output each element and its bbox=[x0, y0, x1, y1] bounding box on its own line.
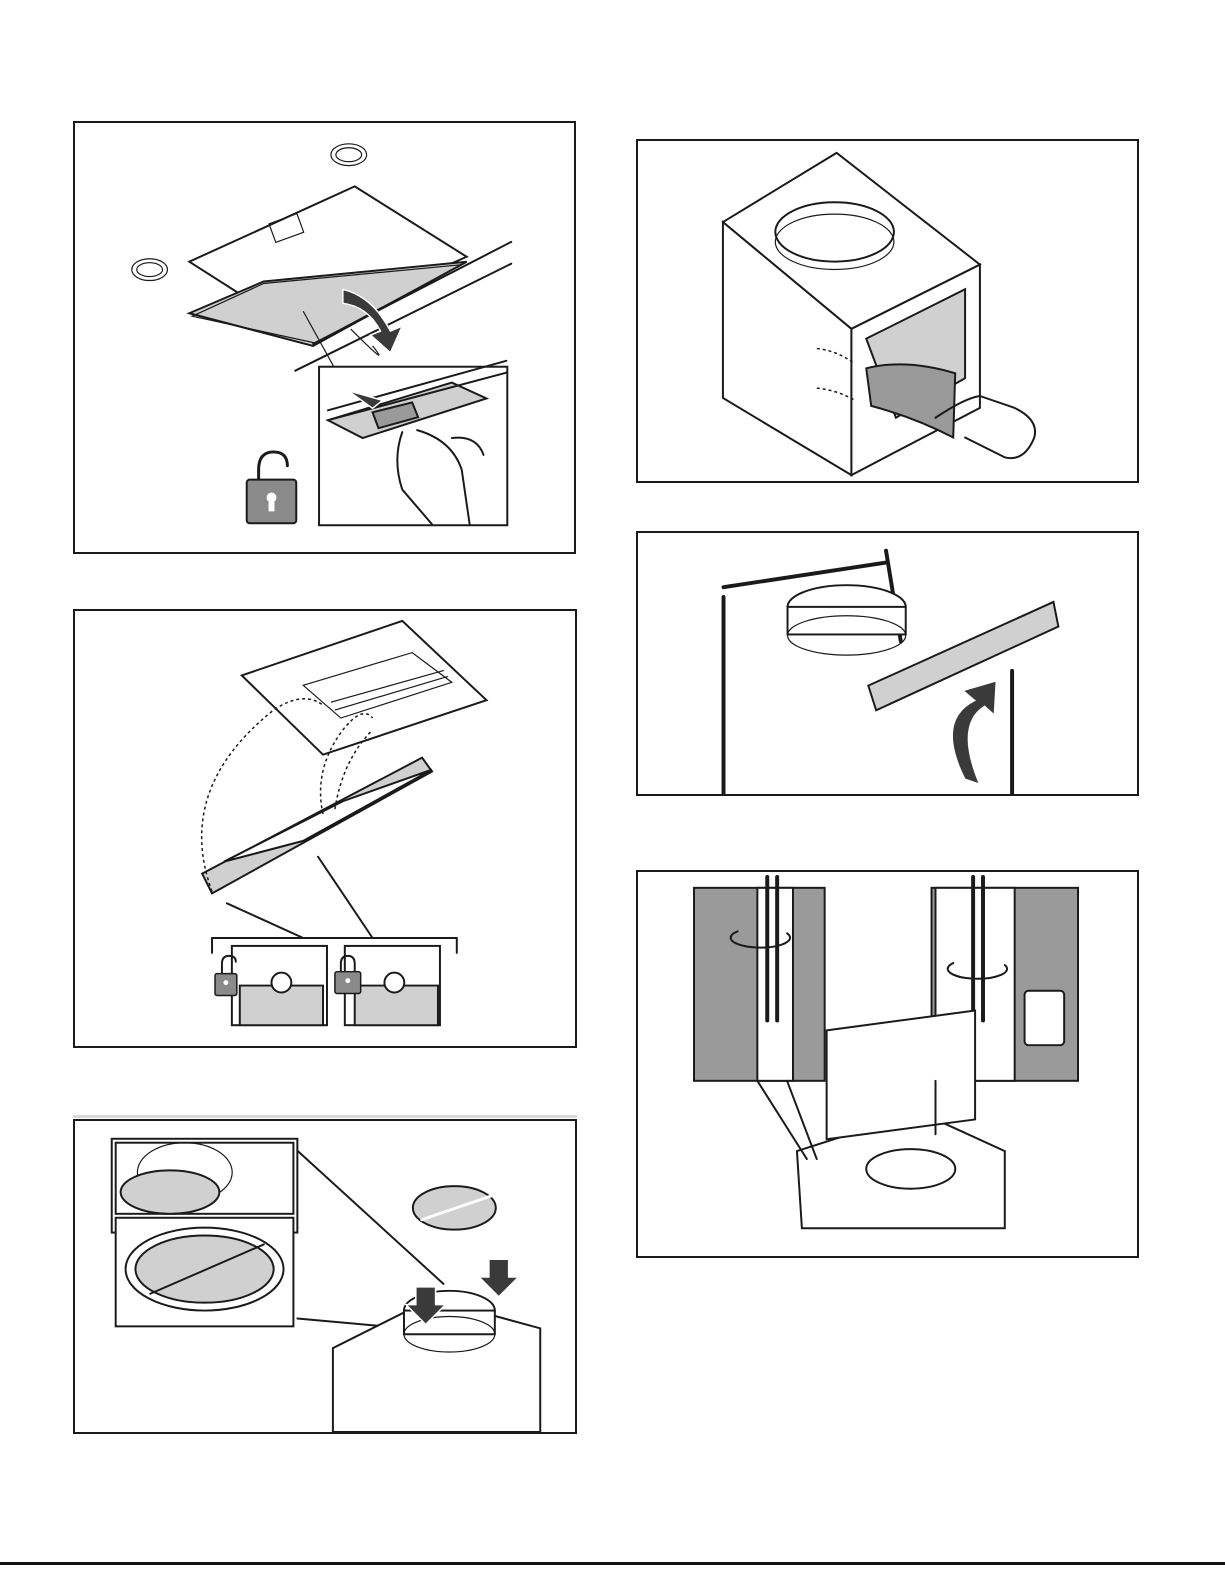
damper-drawing bbox=[75, 1121, 575, 1432]
illustration-install-damper bbox=[73, 1119, 577, 1434]
page-bottom-rule bbox=[0, 1562, 1225, 1565]
terminal-drawing bbox=[638, 872, 1137, 1256]
illustration-remove-filter bbox=[73, 121, 576, 554]
illustration-filter-latch bbox=[73, 609, 577, 1048]
illustration-remove-tape bbox=[636, 139, 1139, 483]
hood-underside-drawing bbox=[75, 123, 574, 552]
unlock-padlock-icon bbox=[247, 452, 297, 523]
illustration-remove-cover bbox=[636, 531, 1139, 796]
curved-arrow-icon bbox=[952, 681, 996, 784]
separator-line bbox=[73, 1115, 577, 1118]
down-arrow-icon bbox=[479, 1259, 518, 1297]
hood-body-drawing bbox=[638, 141, 1137, 481]
illustration-screw-terminals bbox=[636, 870, 1139, 1258]
cover-drawing bbox=[638, 533, 1137, 794]
filter-swing-drawing bbox=[75, 611, 575, 1046]
